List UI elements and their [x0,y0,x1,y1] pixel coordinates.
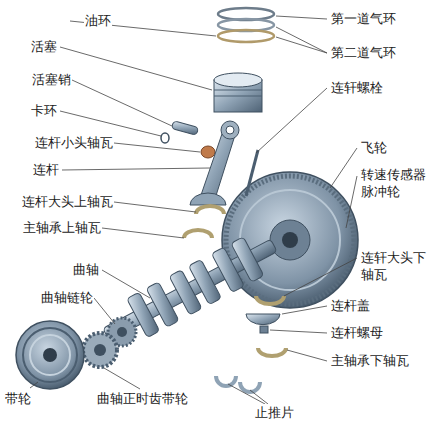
bushing [201,146,215,158]
part-label: 曲轴 [72,261,100,278]
part-label: 连轩大头下 轴瓦 [360,249,431,283]
part-label: 转速传感器 脉冲轮 [360,166,431,200]
part-label: 油环 [84,12,112,29]
rod-cap [246,314,280,325]
bearing-shell [184,230,212,238]
part-label: 卡环 [30,102,58,119]
thrust-washer [216,376,236,386]
part-label: 主轴承上轴瓦 [22,219,102,236]
crankshaft [96,226,284,354]
part-label: 活塞销 [31,71,72,88]
bearing-shell [258,348,286,356]
connecting-rod [190,121,239,205]
rod-nut [260,326,268,333]
part-label: 曲轴正时齿带轮 [96,390,189,407]
piston-pin [171,121,198,135]
part-label: 第二道气环 [330,44,397,61]
part-label: 曲轴链轮 [40,289,94,306]
part-label: 连杆 [32,161,60,178]
flywheel [222,172,358,308]
part-label: 连轩螺栓 [330,79,384,96]
piston [214,73,262,112]
rod-bolt [246,150,258,196]
piston-rings [218,8,274,42]
part-label: 连杆大头上轴瓦 [21,193,114,210]
part-label: 飞轮 [360,139,388,156]
bearing-shell [256,296,284,304]
timing-gear [83,333,117,367]
pulley [16,321,84,389]
part-label: 第一道气环 [330,10,397,27]
clip [161,133,169,143]
part-label: 止推片 [254,404,295,421]
part-label: 主轴承下轴瓦 [330,352,410,369]
part-label: 带轮 [4,390,32,407]
part-label: 连杆盖 [330,297,371,314]
part-label: 连杆螺母 [330,324,384,341]
part-label: 活塞 [30,38,58,55]
bearing-shell [196,206,224,214]
part-label: 连杆小头轴瓦 [34,134,114,151]
leader-lines [30,16,357,404]
